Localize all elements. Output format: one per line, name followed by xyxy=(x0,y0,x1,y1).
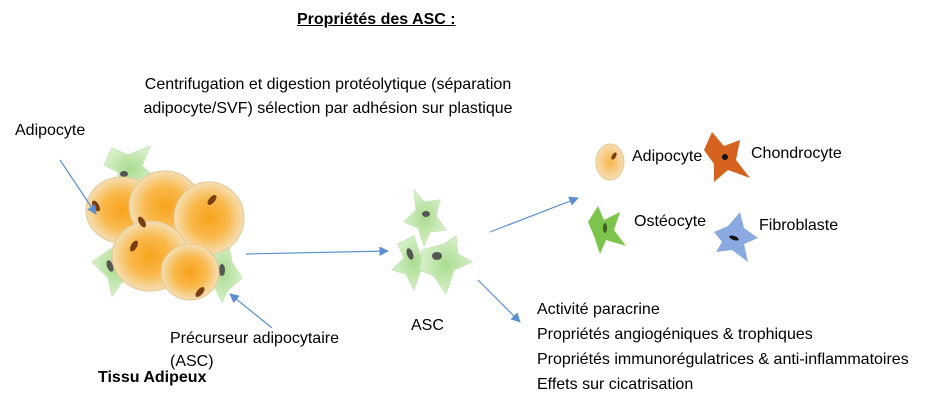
asc-cell xyxy=(391,235,438,292)
label-asc: ASC xyxy=(411,317,444,334)
property-item: Activité paracrine xyxy=(537,301,660,318)
label-osteocyte: Ostéocyte xyxy=(634,213,707,230)
asc-nucleus xyxy=(120,171,128,177)
asc-nucleus xyxy=(406,248,414,260)
diagram-title: Propriétés des ASC : xyxy=(297,11,456,28)
fat-cell-nucleus xyxy=(138,216,146,228)
osteocyte-cell xyxy=(588,206,626,254)
properties-list: Activité paracrine Propriétés angiogéniq… xyxy=(537,297,909,397)
asc-nucleus xyxy=(219,264,225,276)
arrow-asc-to-differentiation xyxy=(489,196,579,233)
fibroblast-nucleus xyxy=(729,235,739,241)
asc-cell xyxy=(419,235,474,296)
property-item: Propriétés angiogéniques & trophiques xyxy=(537,326,813,343)
fat-cell-nucleus xyxy=(611,152,617,160)
process-line-1: Centrifugation et digestion protéolytiqu… xyxy=(144,76,512,93)
chondrocyte-nucleus xyxy=(722,154,728,160)
arrows xyxy=(59,159,579,329)
asc-cells-isolated xyxy=(391,188,474,296)
arrow-asc-to-properties xyxy=(477,279,521,323)
label-chondrocyte: Chondrocyte xyxy=(751,145,842,162)
process-description: Centrifugation et digestion protéolytiqu… xyxy=(128,73,528,121)
osteocyte-nucleus xyxy=(603,223,607,233)
label-precursor-line-1: Précurseur adipocytaire xyxy=(170,330,339,347)
label-precursor-line-2: (ASC) xyxy=(170,353,214,370)
label-tissue: Tissu Adipeux xyxy=(98,369,207,386)
fat-cell-nucleus xyxy=(130,240,138,252)
asc-cell xyxy=(403,188,447,248)
process-line-2: adipocyte/SVF) sélection par adhésion su… xyxy=(143,100,513,117)
label-derived-adipocyte: Adipocyte xyxy=(632,148,703,165)
derived-cells xyxy=(588,132,758,262)
fat-cell-nucleus xyxy=(195,287,205,297)
fat-cell-nucleus xyxy=(207,195,217,205)
arrow-adipocyte-pointer xyxy=(59,159,97,215)
property-item: Propriétés immunorégulatrices & anti-inf… xyxy=(537,351,909,368)
label-fibroblast: Fibroblaste xyxy=(759,217,839,234)
fat-cell xyxy=(160,243,220,301)
property-item: Effets sur cicatrisation xyxy=(537,376,694,393)
asc-nucleus xyxy=(432,252,442,260)
asc-nucleus xyxy=(422,211,430,217)
label-precursor: Précurseur adipocytaire (ASC) xyxy=(170,327,339,373)
arrow-tissue-to-asc xyxy=(245,246,389,256)
asc-nucleus xyxy=(106,260,114,272)
derived-adipocyte-cell xyxy=(595,143,625,181)
tissue-cluster xyxy=(85,145,245,304)
arrow-precursor-pointer xyxy=(229,293,273,329)
label-adipocyte-tissue: Adipocyte xyxy=(15,122,86,139)
